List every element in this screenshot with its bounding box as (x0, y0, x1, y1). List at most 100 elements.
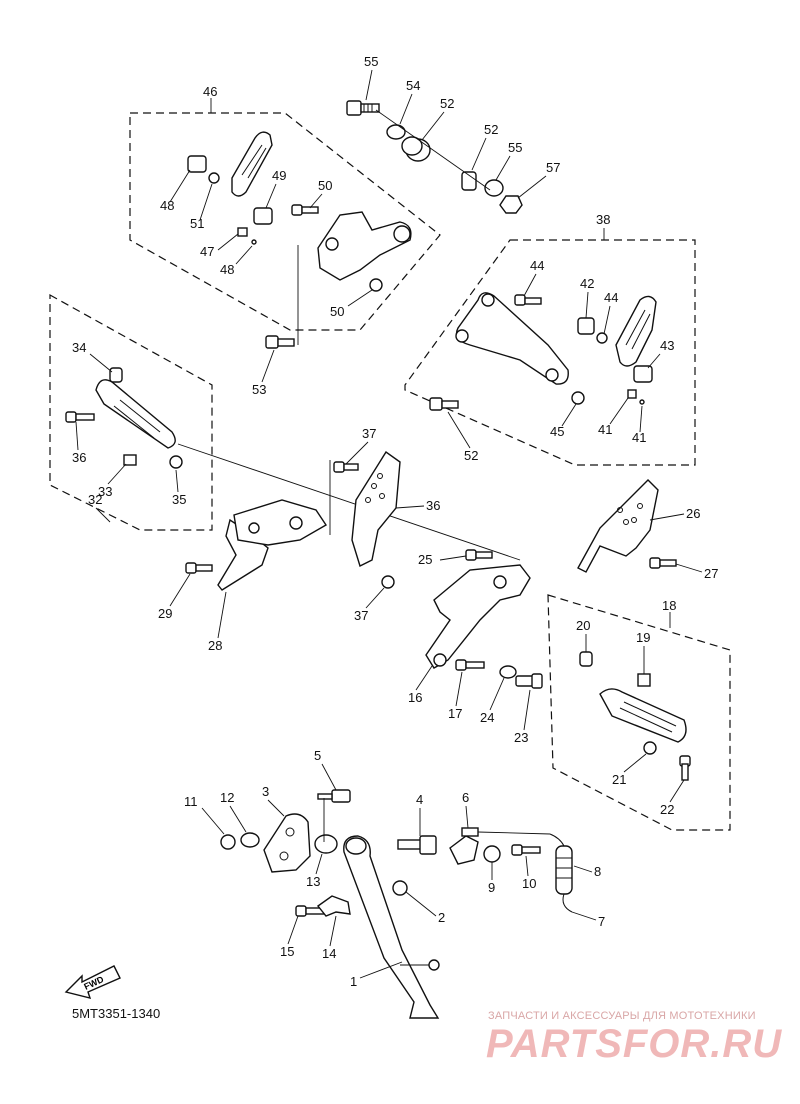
part-bolt-29 (185, 562, 213, 574)
part-plate-41b (633, 365, 653, 383)
part-footrest-upper-right (615, 295, 657, 367)
part-washer-33 (169, 455, 183, 469)
part-bolt-35 (333, 461, 359, 473)
part-bracket-14 (316, 895, 351, 917)
part-pin-20 (579, 651, 593, 667)
callout-10: 10 (522, 876, 536, 891)
callout-11: 11 (184, 794, 198, 809)
part-plate-48b (253, 207, 273, 225)
part-nut-57 (499, 195, 523, 214)
callout-52a: 53 (252, 382, 266, 397)
callout-49: 50 (318, 178, 332, 193)
part-washer-55a (386, 124, 406, 140)
part-switch-6 (449, 827, 479, 865)
callout-56: 55 (364, 54, 378, 69)
part-pivot-23 (515, 673, 543, 689)
callout-7: 7 (598, 914, 605, 929)
callout-54: 52 (484, 122, 498, 137)
callout-13: 13 (306, 874, 320, 889)
part-bushing-54 (461, 171, 477, 191)
callout-45: 46 (203, 84, 217, 99)
part-bolt-49 (291, 204, 319, 216)
callout-33: 35 (172, 492, 186, 507)
part-footrest-upper-left (231, 131, 273, 197)
callout-41b: 43 (660, 338, 674, 353)
callout-22: 22 (660, 802, 674, 817)
callout-51: 51 (190, 216, 204, 231)
group-box-30 (49, 293, 213, 531)
callout-39: 41 (598, 422, 612, 437)
callout-6: 6 (462, 790, 469, 805)
callout-55a: 54 (406, 78, 420, 93)
callout-42: 44 (530, 258, 544, 273)
callout-19: 19 (636, 630, 650, 645)
callout-8: 8 (594, 864, 601, 879)
callout-4: 4 (416, 792, 423, 807)
callout-16: 16 (408, 690, 422, 705)
part-spring-39 (627, 389, 637, 399)
callout-30: 32 (88, 492, 102, 507)
part-spring-19 (637, 673, 651, 687)
part-collar-53 (401, 136, 431, 162)
callout-labels: 55 54 52 52 55 57 46 48 51 49 50 47 48 5… (72, 54, 718, 989)
callout-48b: 49 (272, 168, 286, 183)
callout-31: 33 (98, 484, 112, 499)
part-bolt-34 (65, 411, 95, 423)
callout-23: 23 (514, 730, 528, 745)
callout-41a: 42 (580, 276, 594, 291)
part-spring-46 (237, 227, 248, 237)
group-box-18 (547, 594, 731, 831)
part-bracket-28 (217, 499, 327, 591)
part-heelguard-36 (351, 450, 401, 567)
callout-12: 12 (220, 790, 234, 805)
part-plate-41a (577, 317, 595, 335)
part-washer-21 (643, 741, 657, 755)
callout-24: 24 (480, 710, 494, 725)
part-washer-13 (314, 834, 338, 854)
callout-14: 14 (322, 946, 336, 961)
callout-15: 15 (280, 944, 294, 959)
part-bolt-43 (571, 391, 585, 405)
callout-2: 2 (438, 910, 445, 925)
callout-36-label: 36 (426, 498, 440, 513)
part-collar-2 (392, 880, 408, 896)
part-bracket-upper-left (317, 211, 412, 281)
part-pin-32 (109, 367, 123, 383)
fwd-arrow-icon: FWD (64, 965, 121, 999)
part-bolt-42 (514, 294, 542, 306)
part-washer-24 (499, 665, 517, 679)
watermark-caption: ЗАПЧАСТИ И АКСЕССУАРЫ ДЛЯ МОТОТЕХНИКИ (488, 1010, 756, 1022)
callout-3: 3 (262, 784, 269, 799)
part-bracket-3 (263, 813, 311, 873)
part-plate-48a (187, 155, 207, 173)
part-pin-44 (596, 332, 608, 344)
part-bolt-37 (381, 575, 395, 589)
part-ball-47 (251, 239, 257, 245)
callout-28-label: 28 (208, 638, 222, 653)
callout-53: 52 (440, 96, 454, 111)
callout-26: 26 (686, 506, 700, 521)
part-bolt-56 (346, 100, 380, 116)
callout-25: 25 (418, 552, 432, 567)
callout-50-label: 50 (330, 304, 344, 319)
callout-48a: 48 (160, 198, 174, 213)
part-spring-31 (123, 454, 137, 466)
callout-44-label: 44 (604, 290, 618, 305)
callout-9: 9 (488, 880, 495, 895)
part-footrest-right (599, 688, 687, 743)
callout-29-label: 29 (158, 606, 172, 621)
diagram-code: 5MT3351-1340 (72, 1006, 161, 1021)
callout-34: 36 (72, 450, 86, 465)
group-box-38 (404, 239, 696, 466)
part-bolt-50 (369, 278, 383, 292)
part-bolt-22 (679, 755, 691, 781)
part-bolt-25 (465, 549, 493, 561)
part-bolt-5 (317, 789, 351, 803)
callout-5: 5 (314, 748, 321, 763)
callout-38: 38 (596, 212, 610, 227)
callout-32: 34 (72, 340, 86, 355)
callout-55b: 55 (508, 140, 522, 155)
part-pin-51 (208, 172, 220, 184)
part-bolt-52a (265, 335, 295, 349)
part-heelguard-26 (577, 479, 659, 573)
